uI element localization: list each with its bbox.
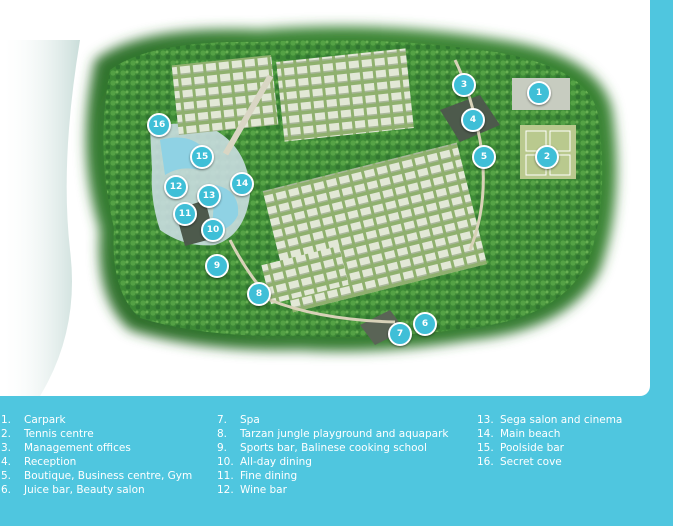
legend-number: 15. [477, 442, 494, 454]
legend-number: 12. [217, 484, 234, 496]
map-marker-13[interactable]: 13 [197, 184, 221, 208]
legend-label: Secret cove [500, 456, 562, 468]
legend-number: 11. [217, 470, 234, 482]
legend-item: 6. Juice bar, Beauty salon [1, 483, 192, 497]
map-marker-12[interactable]: 12 [164, 175, 188, 199]
facility-legend: 1. Carpark 2. Tennis centre 3. Management o… [0, 413, 673, 513]
legend-item: 1. Carpark [1, 413, 192, 427]
map-marker-14[interactable]: 14 [230, 172, 254, 196]
map-marker-6[interactable]: 6 [413, 312, 437, 336]
resort-aerial-map [0, 26, 617, 396]
legend-number: 9. [217, 442, 228, 454]
legend-number: 2. [1, 428, 12, 440]
map-marker-3[interactable]: 3 [452, 73, 476, 97]
legend-item: 7. Spa [217, 413, 448, 427]
legend-number: 4. [1, 456, 12, 468]
legend-item: 9. Sports bar, Balinese cooking school [217, 441, 448, 455]
legend-number: 1. [1, 414, 12, 426]
legend-column-1: 1. Carpark 2. Tennis centre 3. Management o… [1, 413, 192, 497]
legend-column-2: 7. Spa 8. Tarzan jungle playground and aqu… [217, 413, 448, 497]
legend-item: 8. Tarzan jungle playground and aquapark [217, 427, 448, 441]
legend-item: 13. Sega salon and cinema [477, 413, 622, 427]
legend-number: 7. [217, 414, 228, 426]
legend-label: Reception [24, 456, 77, 468]
map-marker-15[interactable]: 15 [190, 145, 214, 169]
map-marker-9[interactable]: 9 [205, 254, 229, 278]
legend-label: Spa [240, 414, 260, 426]
legend-label: Poolside bar [500, 442, 564, 454]
legend-label: All-day dining [240, 456, 312, 468]
legend-number: 5. [1, 470, 12, 482]
legend-label: Fine dining [240, 470, 298, 482]
villas-north [171, 48, 414, 156]
legend-label: Sports bar, Balinese cooking school [240, 442, 427, 454]
map-marker-7[interactable]: 7 [388, 322, 412, 346]
footpath [228, 239, 396, 324]
legend-item: 2. Tennis centre [1, 427, 192, 441]
legend-label: Boutique, Business centre, Gym [24, 470, 193, 482]
map-panel: 1 2 3 4 5 6 7 8 9 10 11 12 13 14 15 16 [0, 0, 650, 396]
map-marker-4[interactable]: 4 [461, 108, 485, 132]
legend-item: 15. Poolside bar [477, 441, 622, 455]
legend-label: Wine bar [240, 484, 287, 496]
legend-item: 10. All-day dining [217, 455, 448, 469]
legend-item: 11. Fine dining [217, 469, 448, 483]
map-marker-11[interactable]: 11 [173, 202, 197, 226]
map-marker-16[interactable]: 16 [147, 113, 171, 137]
legend-item: 4. Reception [1, 455, 192, 469]
map-marker-1[interactable]: 1 [527, 81, 551, 105]
legend-number: 10. [217, 456, 234, 468]
legend-number: 13. [477, 414, 494, 426]
legend-label: Management offices [24, 442, 131, 454]
legend-number: 8. [217, 428, 228, 440]
legend-label: Juice bar, Beauty salon [24, 484, 145, 496]
legend-item: 3. Management offices [1, 441, 192, 455]
map-marker-2[interactable]: 2 [535, 145, 559, 169]
map-marker-8[interactable]: 8 [247, 282, 271, 306]
map-marker-5[interactable]: 5 [472, 145, 496, 169]
legend-label: Tarzan jungle playground and aquapark [240, 428, 449, 440]
villas-central [261, 142, 488, 313]
legend-number: 3. [1, 442, 12, 454]
legend-number: 6. [1, 484, 12, 496]
legend-item: 12. Wine bar [217, 483, 448, 497]
legend-item: 16. Secret cove [477, 455, 622, 469]
legend-column-3: 13. Sega salon and cinema 14. Main beach 1… [477, 413, 622, 469]
legend-number: 14. [477, 428, 494, 440]
legend-label: Tennis centre [24, 428, 94, 440]
legend-label: Main beach [500, 428, 561, 440]
legend-label: Carpark [24, 414, 66, 426]
map-marker-10[interactable]: 10 [201, 218, 225, 242]
legend-number: 16. [477, 456, 494, 468]
legend-label: Sega salon and cinema [500, 414, 623, 426]
legend-item: 5. Boutique, Business centre, Gym [1, 469, 192, 483]
legend-item: 14. Main beach [477, 427, 622, 441]
sea-water [0, 40, 80, 396]
